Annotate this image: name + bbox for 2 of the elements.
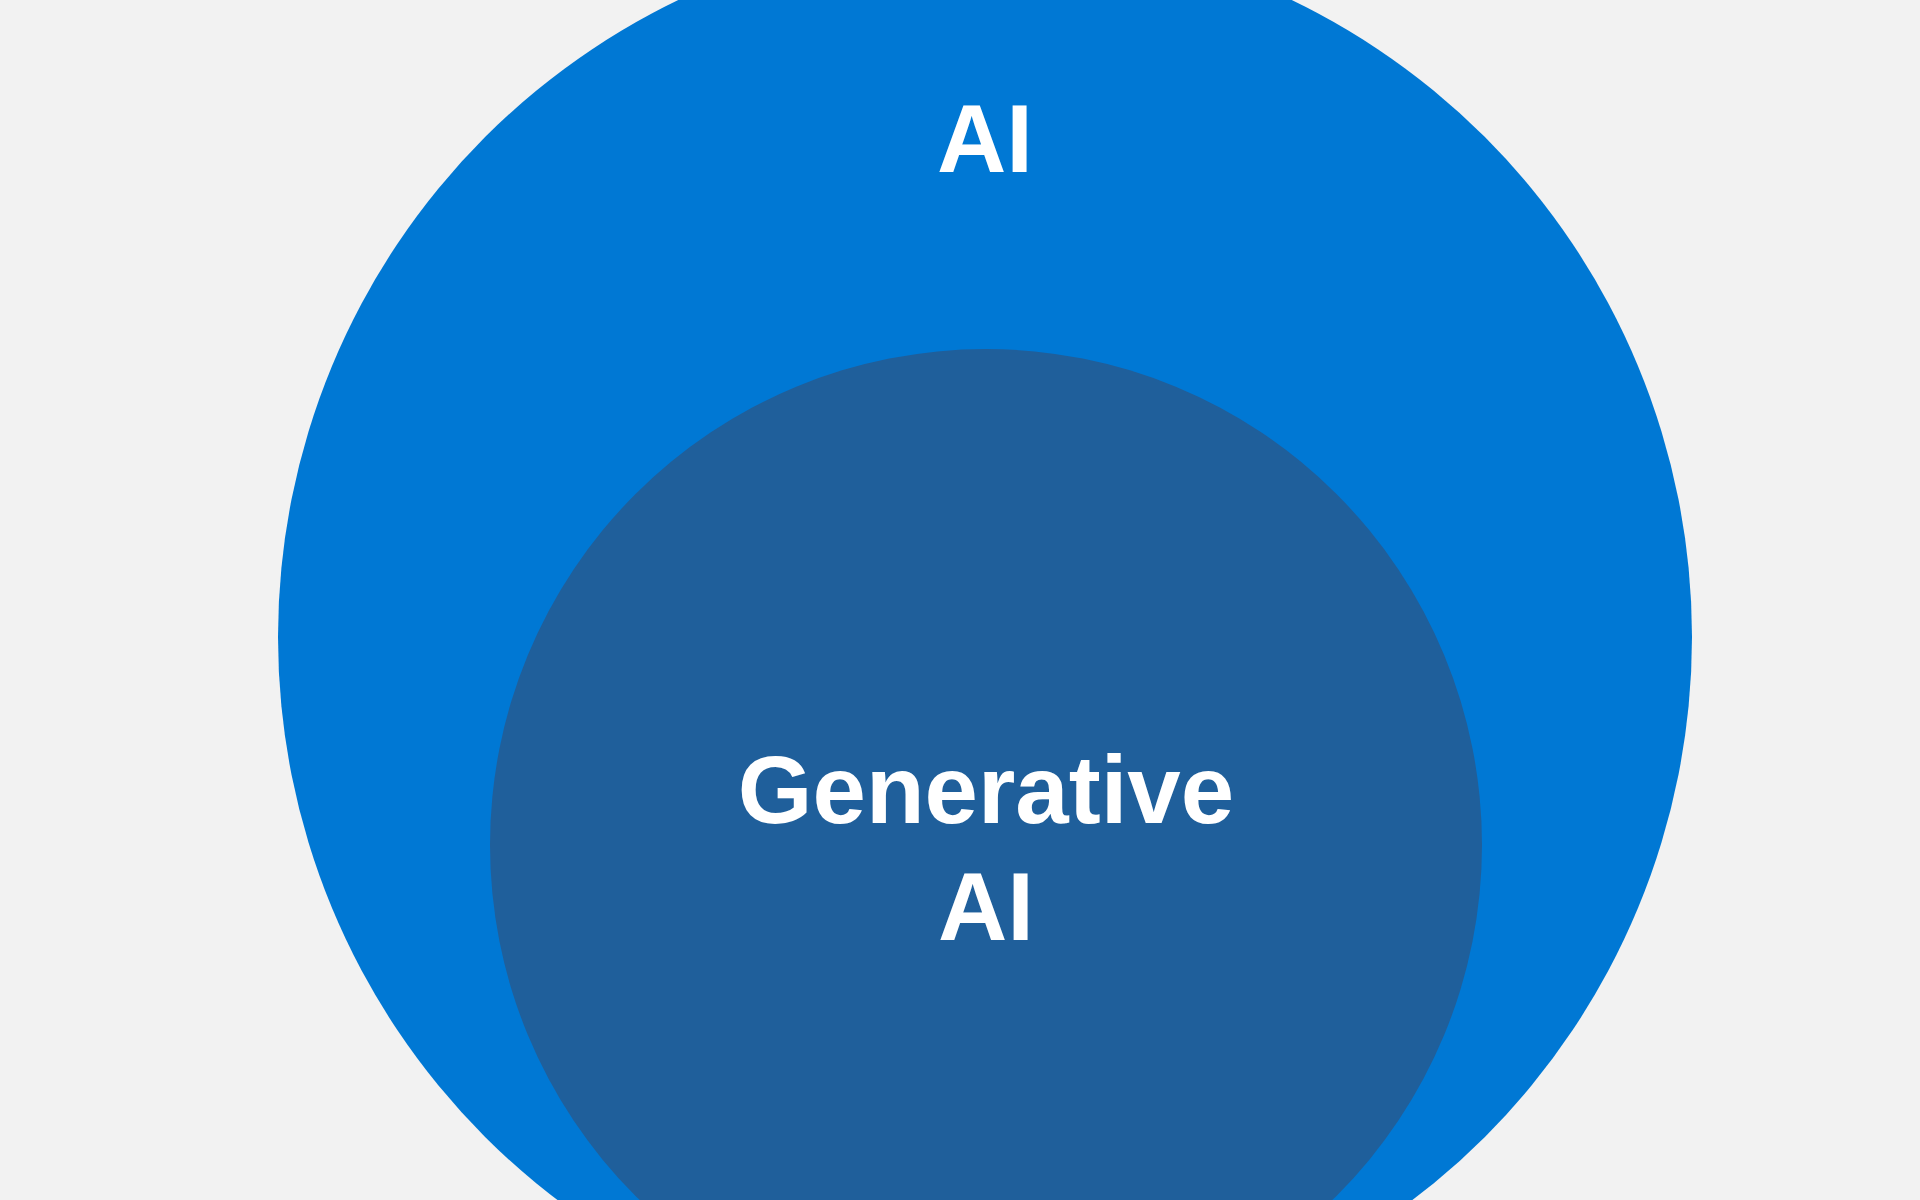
circle-label: Generative AI bbox=[736, 735, 1236, 963]
circle-label: AI bbox=[936, 84, 1034, 194]
